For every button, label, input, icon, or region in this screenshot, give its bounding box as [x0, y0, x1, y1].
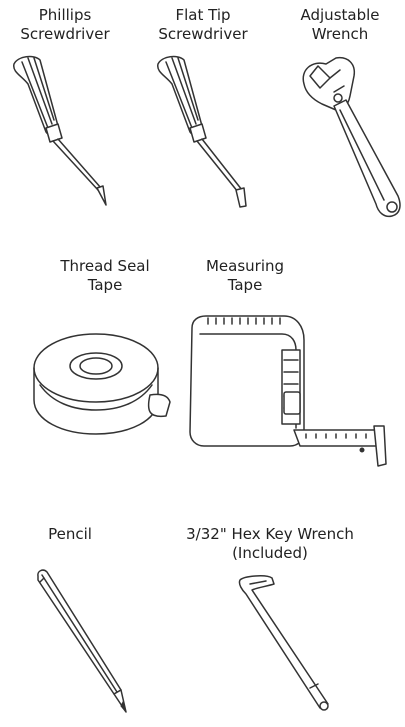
- phillips-screwdriver-label: Phillips Screwdriver: [20, 6, 110, 43]
- flat-tip-screwdriver-label: Flat Tip Screwdriver: [158, 6, 248, 43]
- measuring-tape-label: Measuring Tape: [205, 257, 285, 294]
- hex-key-wrench-label: 3/32" Hex Key Wrench (Included): [186, 525, 354, 562]
- thread-seal-tape-label: Thread Seal Tape: [60, 257, 150, 294]
- adjustable-wrench-label: Adjustable Wrench: [300, 6, 380, 43]
- pencil-label: Pencil: [48, 525, 92, 543]
